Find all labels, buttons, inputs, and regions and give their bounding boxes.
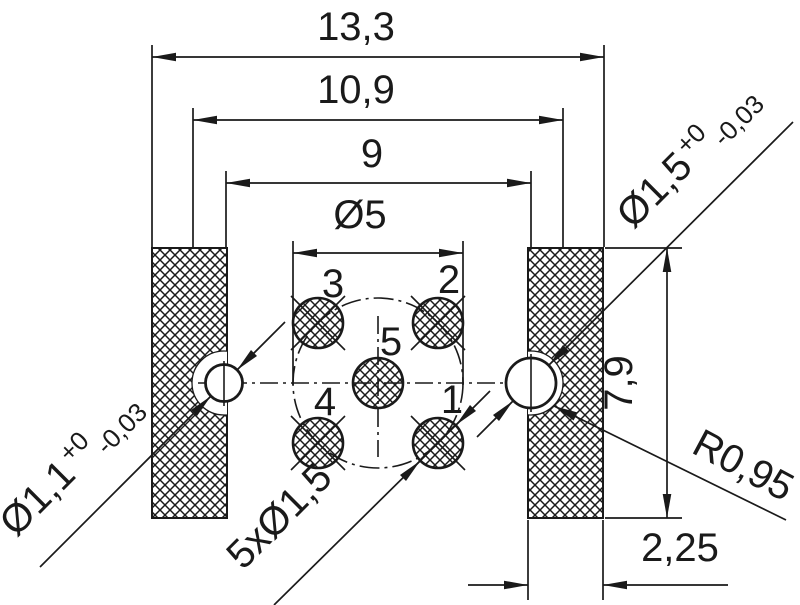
extension-lines (151, 45, 682, 600)
hole-1-label: 1 (441, 378, 463, 422)
dim-pad-height-label: 7,9 (597, 355, 641, 411)
dim-overall-width-label: 13,3 (317, 5, 395, 49)
dim-pad-width-label: 2,25 (641, 526, 719, 570)
leader-lines (39, 121, 794, 605)
hole-5 (351, 356, 405, 410)
hole-4 (291, 416, 345, 470)
hole-2 (411, 296, 465, 350)
hole-4-label: 4 (314, 380, 336, 424)
dim-outer-spacing-label: 10,9 (317, 68, 395, 112)
arrowheads (152, 52, 672, 590)
hole-3-label: 3 (322, 262, 344, 306)
dim-bolt-circle-label: Ø5 (333, 193, 386, 237)
dimension-lines (152, 56, 728, 586)
hole-number-labels: 3 2 5 4 1 (314, 258, 463, 424)
hole-5-label: 5 (380, 320, 402, 364)
hole-1 (411, 416, 465, 470)
pattern-holes (291, 296, 465, 470)
hole-2-label: 2 (438, 258, 460, 302)
dim-hole-spacing-label: 9 (361, 132, 383, 176)
mounting-holes (204, 354, 558, 412)
